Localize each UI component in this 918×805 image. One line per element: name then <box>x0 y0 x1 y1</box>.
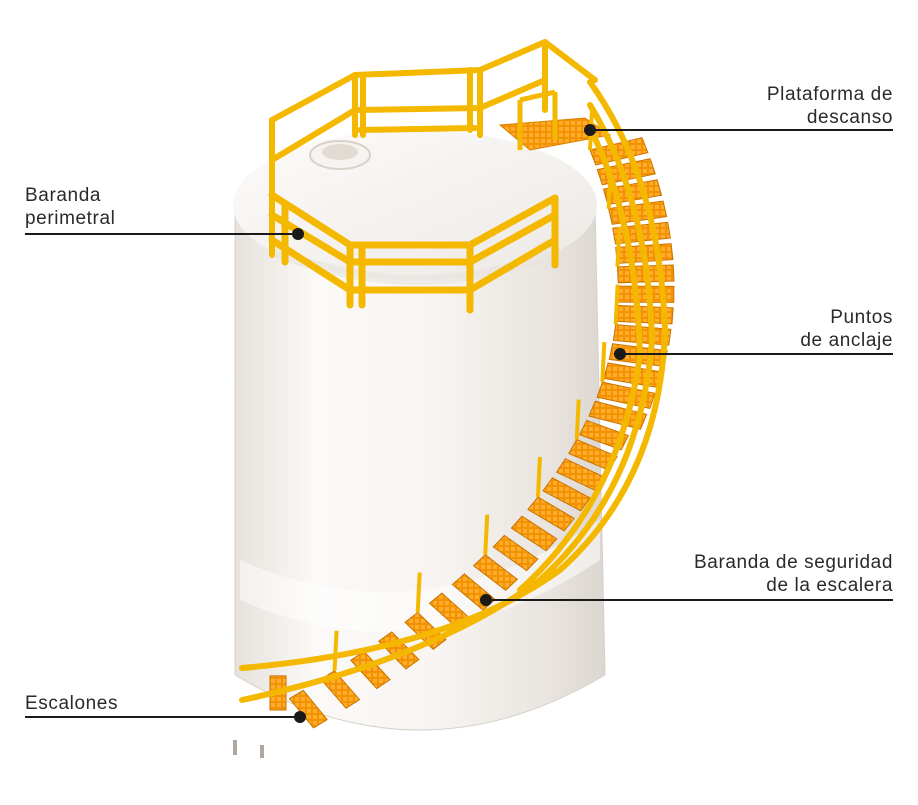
handrail-posts <box>332 109 622 671</box>
label-plataforma-descanso: Plataforma de descanso <box>766 84 893 128</box>
stair-tread <box>350 650 391 690</box>
handrail-post <box>613 284 620 325</box>
perimeter-railing <box>269 39 598 258</box>
handrail-post <box>535 456 542 498</box>
label-baranda-perimetral: Baranda perimetral <box>25 185 116 229</box>
handrail-post <box>600 342 607 383</box>
label-baranda-seguridad: Baranda de seguridad de la escalera <box>694 552 893 596</box>
handrail-post <box>574 399 581 440</box>
stair-tread <box>527 496 575 532</box>
stair-handrail <box>239 79 669 703</box>
leader-dots <box>292 124 626 723</box>
stair-tread <box>542 477 591 512</box>
label-puntos-anclaje: Puntos de anclaje <box>800 307 893 351</box>
handrail-post <box>483 514 490 555</box>
handrail-post <box>615 226 622 267</box>
stair-tread <box>288 689 328 729</box>
handrail-post <box>415 572 422 613</box>
stair-tread <box>492 534 539 572</box>
leader-lines <box>25 129 893 718</box>
stair-tread <box>472 553 519 592</box>
handrail-post <box>606 168 613 209</box>
label-escalones: Escalones <box>25 693 119 714</box>
handrail-post <box>332 630 339 671</box>
stair-tread <box>510 515 558 552</box>
